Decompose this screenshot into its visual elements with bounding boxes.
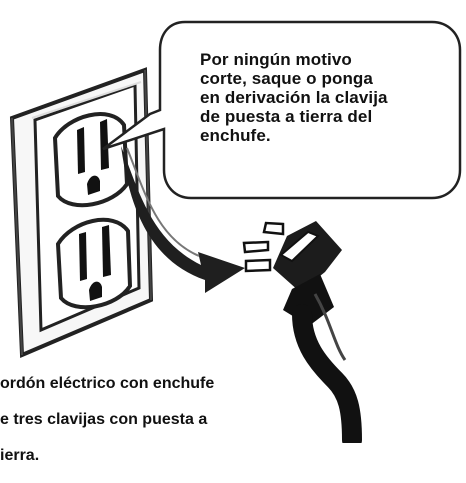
slot-icon: [100, 119, 109, 170]
wall-outlet-plate: [9, 67, 154, 358]
three-prong-plug: [242, 221, 362, 450]
callout-line-2: corte, saque o ponga: [200, 69, 373, 88]
callout-line-1: Por ningún motivo: [200, 50, 352, 69]
callout-line-3: en derivación la clavija: [200, 88, 388, 107]
slot-icon: [79, 232, 87, 281]
caption-line-2: e tres clavijas con puesta a: [0, 411, 208, 428]
callout-line-5: enchufe.: [200, 126, 271, 145]
ground-hole-icon: [87, 175, 100, 195]
slot-icon: [77, 127, 85, 174]
illustration-scene: Por ningún motivo corte, saque o ponga e…: [0, 20, 462, 464]
arrow-icon: [121, 146, 245, 293]
callout-line-4: de puesta a tierra del: [200, 107, 373, 126]
plug-caption-text: ordón eléctrico con enchufe e tres clavi…: [0, 357, 300, 483]
ground-hole-icon: [89, 281, 102, 301]
callout-bubble: [102, 20, 462, 200]
illustration-svg: [9, 20, 462, 450]
upper-receptacle: [52, 112, 130, 208]
lower-receptacle: [55, 217, 133, 310]
caption-line-3: ierra.: [0, 447, 40, 464]
caption-line-1: ordón eléctrico con enchufe: [0, 375, 215, 392]
warning-callout-text: Por ningún motivo corte, saque o ponga e…: [200, 50, 435, 145]
slot-icon: [102, 225, 111, 277]
